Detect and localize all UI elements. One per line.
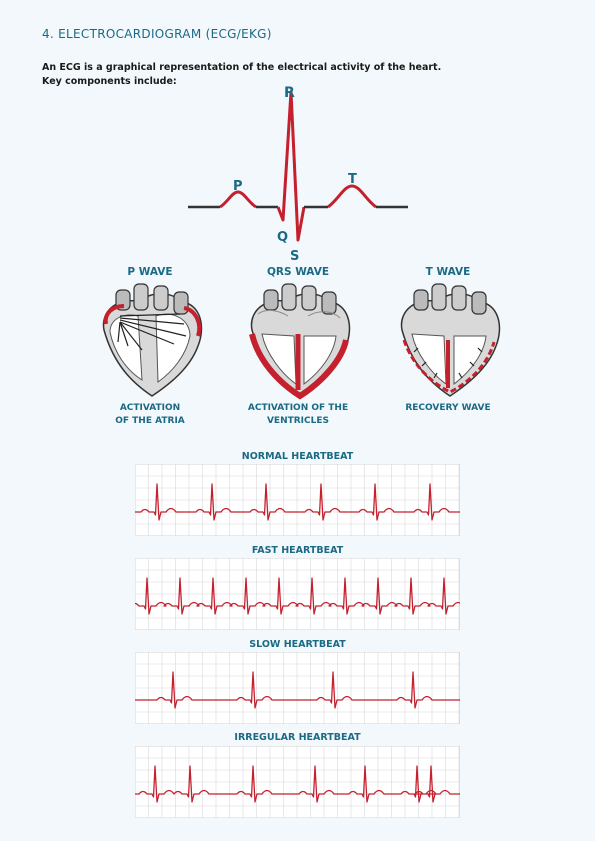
heart-ventricles-illustration bbox=[249, 283, 351, 400]
label-r: R bbox=[284, 85, 295, 101]
label-t: T bbox=[348, 172, 357, 187]
page-title: 4. ELECTROCARDIOGRAM (ECG/EKG) bbox=[42, 27, 272, 41]
ecg-trace bbox=[135, 483, 460, 521]
ecg-trace bbox=[135, 577, 460, 615]
heart-qrs-heading: QRS WAVE bbox=[266, 266, 330, 278]
strip-title-irregular: IRREGULAR HEARTBEAT bbox=[234, 732, 361, 743]
intro-text: An ECG is a graphical representation of … bbox=[42, 61, 441, 89]
intro-line-2: Key components include: bbox=[42, 76, 177, 87]
pqrst-waveform: R P T Q S bbox=[188, 85, 408, 264]
qrs-complex bbox=[276, 90, 306, 242]
strip-title-slow: SLOW HEARTBEAT bbox=[249, 639, 346, 650]
strip-slow bbox=[135, 652, 460, 724]
heart-t-wave: T WAVE RECOVERY WAVE bbox=[363, 266, 533, 415]
heart-qrs-wave: QRS WAVE ACTIVATION OF THE VENTRICLES bbox=[213, 266, 383, 428]
label-q: Q bbox=[277, 230, 288, 245]
p-wave bbox=[219, 190, 257, 209]
strip-irregular bbox=[135, 746, 460, 818]
strip-normal bbox=[135, 464, 460, 536]
heart-p-wave: P WAVE ACTIVATION OF THE ATRIA bbox=[65, 266, 235, 428]
heart-atria-illustration bbox=[102, 283, 203, 397]
intro-line-1: An ECG is a graphical representation of … bbox=[42, 62, 442, 73]
heart-p-caption: ACTIVATION OF THE ATRIA bbox=[115, 403, 185, 426]
ecg-trace bbox=[135, 765, 460, 803]
label-s: S bbox=[290, 249, 299, 264]
strip-title-normal: NORMAL HEARTBEAT bbox=[241, 451, 354, 462]
strip-title-fast: FAST HEARTBEAT bbox=[251, 545, 344, 556]
heart-t-heading: T WAVE bbox=[425, 266, 471, 278]
ecg-trace bbox=[135, 671, 460, 709]
label-p: P bbox=[233, 179, 243, 194]
heart-t-caption: RECOVERY WAVE bbox=[405, 403, 491, 413]
t-wave bbox=[327, 184, 377, 209]
heart-p-heading: P WAVE bbox=[127, 266, 173, 278]
heart-qrs-caption: ACTIVATION OF THE VENTRICLES bbox=[247, 403, 349, 426]
strip-fast bbox=[135, 558, 460, 630]
heart-recovery-illustration bbox=[400, 283, 501, 397]
grid-lines bbox=[135, 746, 460, 818]
